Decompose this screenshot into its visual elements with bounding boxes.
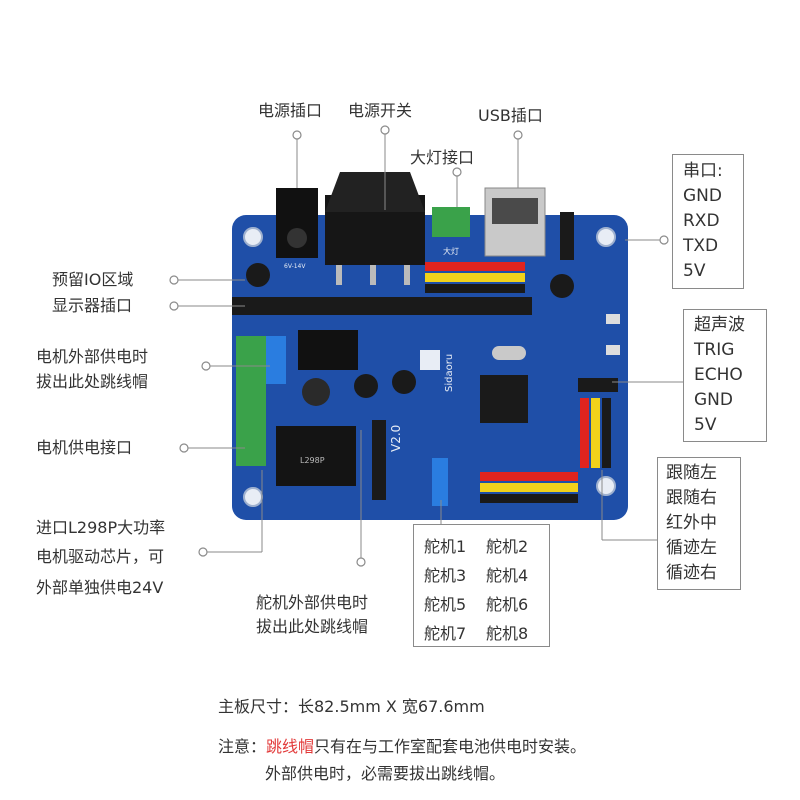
sensor-ir-middle: 红外中 [666, 513, 717, 533]
serial-gnd: GND [683, 186, 722, 206]
label-motor-ext-power-1: 电机外部供电时 [36, 347, 149, 366]
label-power-socket: 电源插口 [258, 101, 323, 120]
motor-terminal-top [236, 336, 266, 386]
servo-7: 舵机7 [424, 624, 467, 643]
callout-lines [174, 130, 683, 562]
note-rest: 只有在与工作室配套电池供电时安装。 [314, 737, 587, 756]
note-highlight: 跳线帽 [266, 737, 315, 756]
serial-rxd: RXD [683, 211, 720, 231]
label-l298p-3: 外部单独供电24V [36, 578, 164, 597]
sensor-box: 跟随左 跟随右 红外中 循迹左 循迹右 [657, 457, 741, 590]
servo-jumper [432, 458, 448, 506]
servo-box: 舵机1 舵机2 舵机3 舵机4 舵机5 舵机6 舵机7 舵机8 [413, 524, 550, 647]
servo-1: 舵机1 [424, 537, 467, 556]
label-power-switch: 电源开关 [348, 101, 413, 120]
ultrasonic-gnd: GND [694, 390, 733, 410]
ultrasonic-5v: 5V [694, 415, 717, 435]
label-usb-port: USB插口 [478, 106, 543, 125]
label-servo-ext-power-1: 舵机外部供电时 [256, 593, 369, 612]
sensor-track-right: 循迹右 [666, 563, 717, 583]
note-line-1: 注意：跳线帽只有在与工作室配套电池供电时安装。 [218, 733, 586, 757]
ultrasonic-header [578, 378, 618, 392]
servo-3: 舵机3 [424, 566, 467, 585]
mcu-chip [480, 375, 528, 423]
headlight-terminal [432, 207, 470, 237]
serial-header [560, 212, 574, 260]
sensor-track-left: 循迹左 [666, 538, 717, 558]
label-motor-power-port: 电机供电接口 [36, 438, 133, 457]
top-io-headers [425, 262, 525, 293]
note-prefix: 注意： [218, 737, 267, 756]
sensor-follow-left: 跟随左 [666, 463, 717, 483]
servo-headers [480, 472, 578, 503]
serial-port-box: 串口: GND RXD TXD 5V [672, 154, 744, 289]
servo-2: 舵机2 [486, 537, 529, 556]
label-headlight-port: 大灯接口 [410, 148, 475, 167]
ultrasonic-title: 超声波 [694, 315, 745, 335]
ultrasonic-trig: TRIG [694, 340, 735, 360]
label-l298p-2: 电机驱动芯片，可 [36, 547, 165, 566]
serial-title: 串口: [683, 161, 723, 181]
servo-4: 舵机4 [486, 566, 529, 585]
servo-8: 舵机8 [486, 624, 529, 643]
board-size-text: 主板尺寸：长82.5mm X 宽67.6mm [218, 697, 485, 716]
board-version-text: V2.0 [389, 425, 403, 452]
callout-dots [169, 125, 669, 567]
board-brand-text: Sidaoru [444, 354, 455, 392]
board-volt-text: 6V-14V [284, 263, 306, 270]
board-chip-text: L298P [300, 456, 325, 465]
motor-terminal [236, 386, 266, 466]
motor-jumper [266, 336, 286, 384]
display-header [232, 297, 532, 315]
note-line-2: 外部供电时，必需要拔出跳线帽。 [265, 764, 506, 783]
servo-6: 舵机6 [486, 595, 529, 614]
label-motor-ext-power-2: 拔出此处跳线帽 [36, 372, 149, 391]
ultrasonic-box: 超声波 TRIG ECHO GND 5V [683, 309, 767, 442]
capacitor [246, 263, 270, 287]
label-display-socket: 显示器插口 [52, 296, 133, 315]
ultrasonic-echo: ECHO [694, 365, 743, 385]
serial-5v: 5V [683, 261, 706, 281]
regulator [298, 330, 358, 370]
serial-txd: TXD [683, 236, 719, 256]
board-lamp-text: 大灯 [443, 246, 459, 256]
sensor-follow-right: 跟随右 [666, 488, 717, 508]
sensor-headers [580, 398, 611, 468]
label-reserved-io: 预留IO区域 [52, 270, 134, 289]
label-servo-ext-power-2: 拔出此处跳线帽 [256, 617, 369, 636]
servo-5: 舵机5 [424, 595, 467, 614]
label-l298p-1: 进口L298P大功率 [36, 518, 166, 537]
l298p-chip [276, 426, 356, 486]
